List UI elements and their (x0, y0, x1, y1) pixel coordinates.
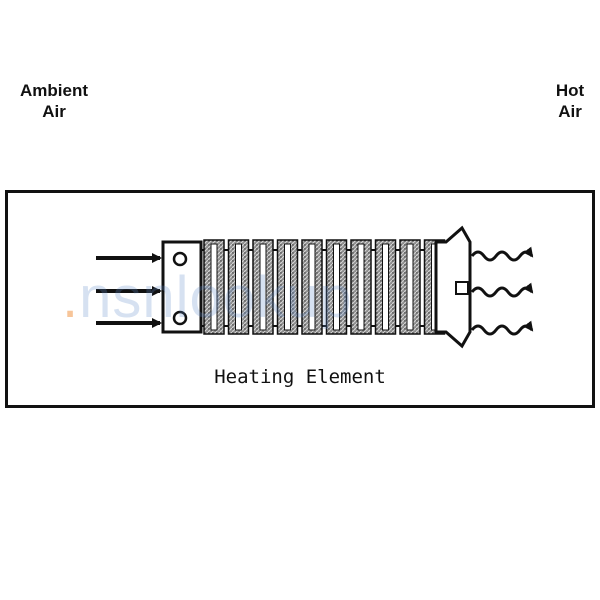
coil-core (210, 243, 218, 331)
coil-core (382, 243, 389, 331)
hot-air-label-line-2: Air (558, 102, 582, 121)
hot-air-label-line-1: Hot (555, 81, 585, 100)
coil-core (406, 243, 414, 331)
terminal-hole-bottom (172, 310, 188, 326)
coil-core (308, 243, 316, 331)
coil-core (284, 243, 291, 331)
coil-core (333, 243, 340, 331)
coil-core (357, 243, 365, 331)
outlet-slot (455, 281, 469, 295)
ambient-air-label-line-1: Ambient (20, 81, 88, 100)
heating-coils (201, 239, 446, 335)
ambient-air-label-line-2: Air (42, 102, 66, 121)
outlet-arrow-bottom (470, 320, 534, 336)
ambient-air-arrows (96, 253, 162, 328)
diagram-caption: Heating Element (214, 366, 386, 388)
hot-air-arrows (470, 246, 534, 336)
diagram-frame (5, 190, 595, 408)
outlet-arrow-top (470, 246, 534, 262)
terminal-block (161, 240, 203, 334)
outlet-arrow-middle (470, 282, 534, 298)
terminal-hole-top (172, 251, 188, 267)
coil-core (259, 243, 267, 331)
coil-core (235, 243, 242, 331)
hot-air-label: Hot Air (540, 80, 600, 122)
ambient-air-label: Ambient Air (8, 80, 100, 122)
outlet-end-cap (434, 225, 472, 349)
